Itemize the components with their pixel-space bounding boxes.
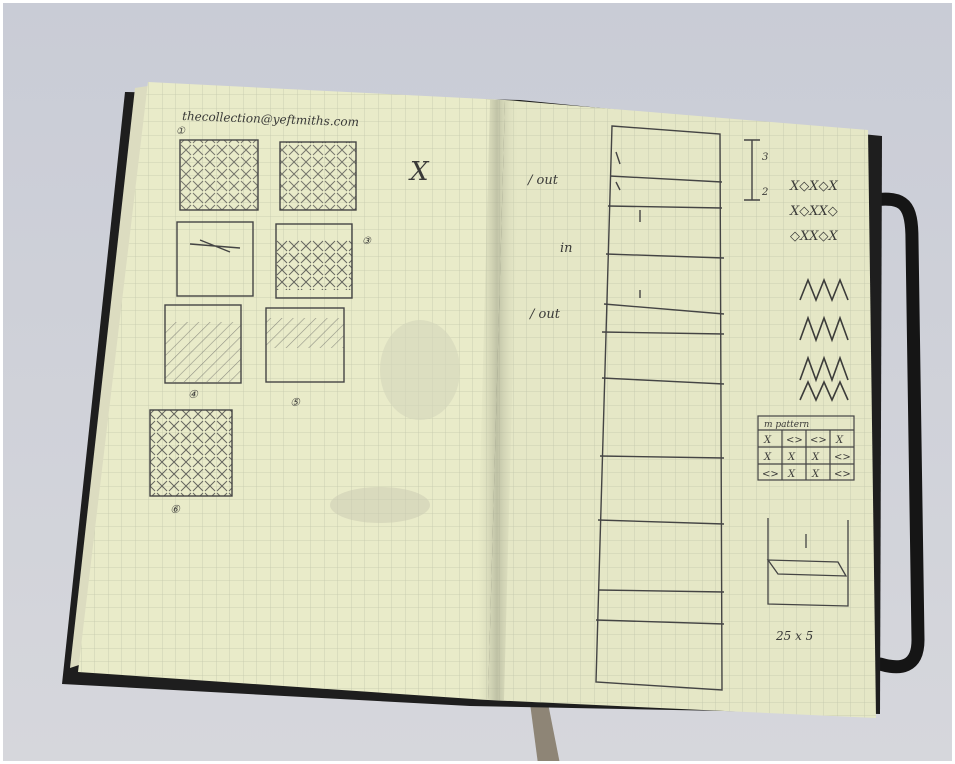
panel-number-1: ① [176, 126, 186, 137]
table-cell: X [811, 469, 820, 480]
table-cell: X [763, 435, 772, 446]
table-cell: X [811, 452, 820, 463]
strip-label-out-2: / out [528, 307, 561, 322]
svg-text:◇XX◇X: ◇XX◇X [790, 229, 839, 244]
strip-label-out-1: / out [526, 173, 559, 188]
panel-number-3: ③ [362, 236, 372, 247]
table-cell: X [763, 452, 772, 463]
dimension-label-2: 2 [761, 187, 768, 198]
table-cell: <> [762, 469, 779, 480]
panel-number-6: ⑥ [170, 503, 181, 516]
panel-number-4: ④ [188, 388, 199, 401]
strip-label-in: in [560, 241, 573, 256]
svg-text:X◇XX◇: X◇XX◇ [789, 204, 838, 219]
table-cell: <> [810, 435, 827, 446]
eraser-smudge [330, 487, 430, 523]
x-pattern-rows: X◇X◇X [789, 179, 839, 194]
small-x-sketch: X [408, 157, 430, 187]
left-sketch-panel-6 [150, 410, 232, 496]
panel-number-5: ⑤ [290, 396, 301, 409]
table-cell: <> [786, 435, 803, 446]
table-cell: X [787, 452, 796, 463]
left-sketch-column-2 [266, 142, 356, 382]
table-cell: X [835, 435, 844, 446]
formula-label: 25 x 5 [775, 629, 813, 643]
table-cell: <> [834, 452, 851, 463]
dimension-label-3: 3 [762, 152, 768, 163]
table-cell: X [787, 469, 796, 480]
pattern-table-header: m pattern [764, 420, 809, 430]
table-cell: <> [834, 469, 851, 480]
